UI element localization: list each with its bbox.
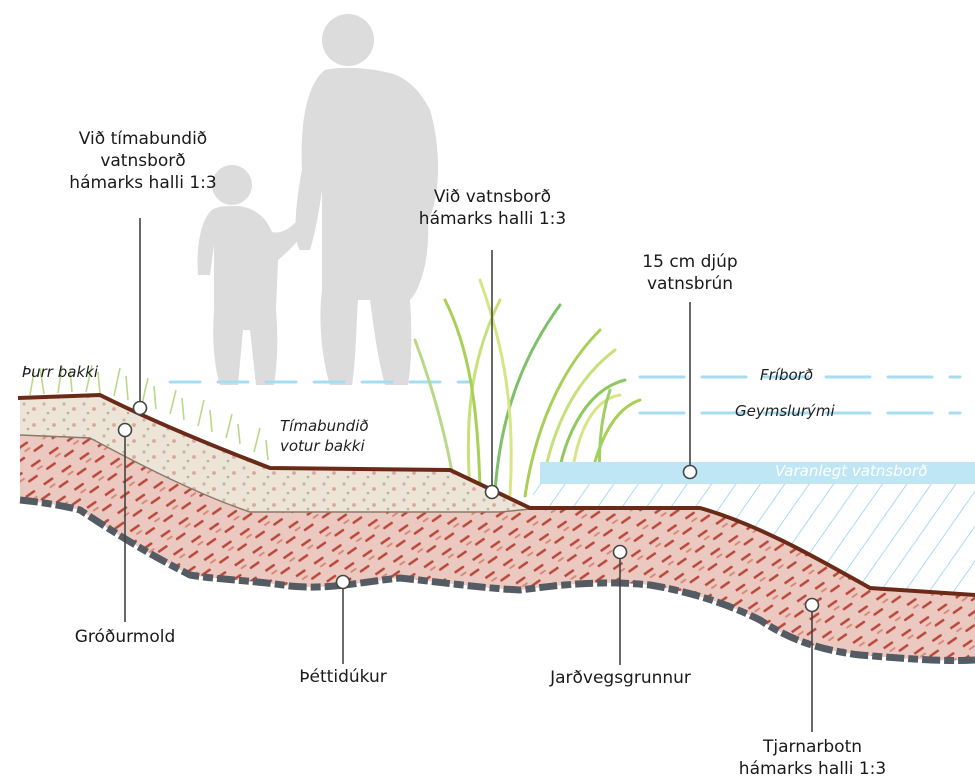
zone-freeboard: Fríborð bbox=[760, 366, 813, 384]
label-water-edge: 15 cm djúp vatnsbrún bbox=[620, 251, 760, 295]
label-line: votur bakki bbox=[280, 436, 369, 456]
marker-subgrade bbox=[614, 546, 627, 559]
label-topsoil: Gróðurmold bbox=[55, 626, 195, 648]
people-silhouettes bbox=[198, 14, 439, 385]
label-line: hámarks halli 1:3 bbox=[725, 758, 900, 780]
marker-water-edge bbox=[684, 466, 697, 479]
marker-topsoil bbox=[119, 424, 132, 437]
zone-wet-bank: Tímabundið votur bakki bbox=[280, 416, 369, 456]
label-line: Þéttidúkur bbox=[273, 666, 413, 688]
label-line: hámarks halli 1:3 bbox=[58, 172, 228, 194]
marker-liner bbox=[337, 576, 350, 589]
adult-head bbox=[322, 14, 374, 66]
label-line: Gróðurmold bbox=[55, 626, 195, 648]
label-liner: Þéttidúkur bbox=[273, 666, 413, 688]
marker-temp-water-slope bbox=[134, 402, 147, 415]
label-subgrade: Jarðvegsgrunnur bbox=[538, 667, 703, 689]
label-line: Tjarnarbotn bbox=[725, 736, 900, 758]
marker-pond-bottom bbox=[806, 599, 819, 612]
child-silhouette bbox=[198, 206, 304, 385]
zone-dry-bank: Þurr bakki bbox=[22, 363, 98, 381]
label-temp-water-slope: Við tímabundið vatnsborð hámarks halli 1… bbox=[58, 128, 228, 194]
water-level-guides bbox=[170, 377, 960, 413]
label-line: vatnsbrún bbox=[620, 273, 760, 295]
label-line: Við tímabundið bbox=[58, 128, 228, 150]
zone-permanent-water: Varanlegt vatnsborð bbox=[775, 462, 927, 480]
label-line: vatnsborð bbox=[58, 150, 228, 172]
label-water-slope: Við vatnsborð hámarks halli 1:3 bbox=[405, 186, 580, 230]
zone-storage: Geymslurými bbox=[735, 402, 835, 420]
label-pond-bottom: Tjarnarbotn hámarks halli 1:3 bbox=[725, 736, 900, 780]
label-line: hámarks halli 1:3 bbox=[405, 208, 580, 230]
label-line: Tímabundið bbox=[280, 416, 369, 436]
marker-water-slope bbox=[486, 486, 499, 499]
label-line: 15 cm djúp bbox=[620, 251, 760, 273]
label-line: Jarðvegsgrunnur bbox=[538, 667, 703, 689]
label-line: Við vatnsborð bbox=[405, 186, 580, 208]
